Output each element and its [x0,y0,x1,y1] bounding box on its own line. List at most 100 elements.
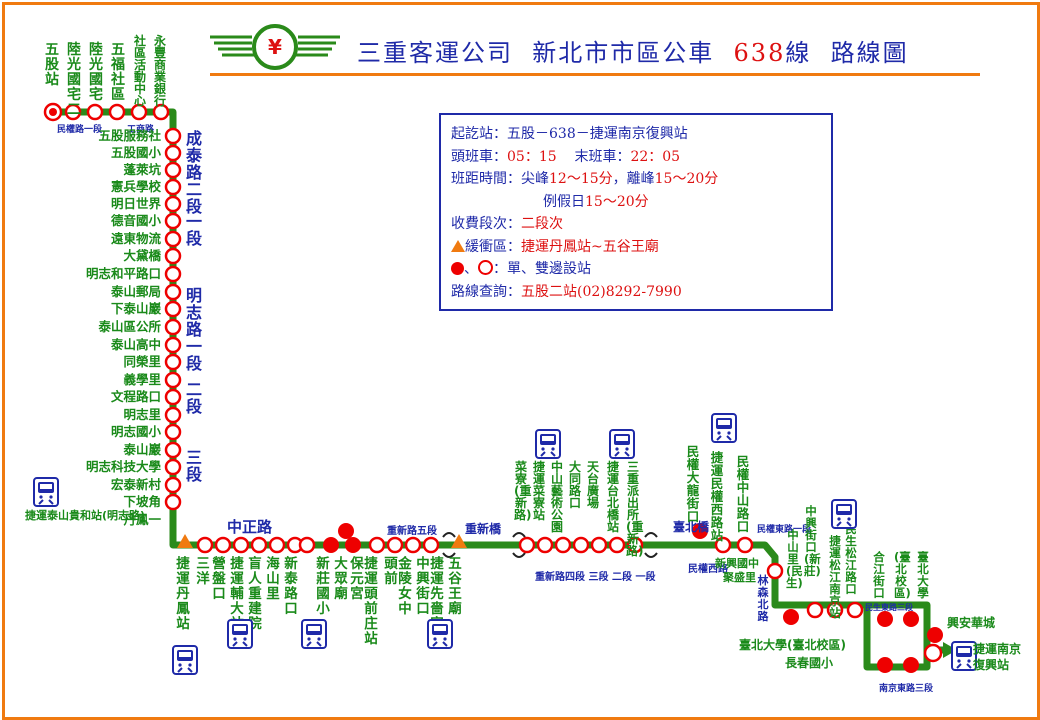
stop-marker-east-b1[interactable] [826,601,844,619]
stop-yongfeng[interactable]: 永豐商業銀行 [153,34,166,108]
stop-marker-loop-0[interactable] [877,611,893,627]
stop-bridge-4[interactable]: 天台廣場 [586,460,599,510]
stop-marker-bottom-3[interactable] [250,536,268,554]
stop-bridge-5[interactable]: 捷運台北橋站 [606,460,619,534]
stop-bottom-2[interactable]: 營盤口 [212,556,226,602]
stop-bridge-3[interactable]: 大同路口 [568,460,581,510]
stop-marker-top-1[interactable] [86,103,104,121]
stop-east2-6[interactable]: 臺北大學 [917,550,929,600]
stop-marker-bridge-2[interactable] [554,536,572,554]
stop-marker-left-14[interactable] [164,371,182,389]
stop-marker-east-b0[interactable] [806,601,824,619]
stop-east2-2[interactable]: 捷運松江南京站 [829,534,841,620]
stop-marker-left-2[interactable] [164,161,182,179]
stop-left-15[interactable]: 文程路口 [110,389,161,404]
stop-marker-bottom-10[interactable] [422,536,440,554]
stop-changchun[interactable]: 長春國小 [785,656,834,670]
stop-marker-left-3[interactable] [164,178,182,196]
stop-bottom-0[interactable]: 捷運丹鳳站 [176,556,190,632]
stop-marker-left-16[interactable] [164,406,182,424]
stop-marker-loop-3[interactable] [903,657,919,673]
stop-bottom-1[interactable]: 三洋 [196,556,210,587]
stop-marker-bridge-0[interactable] [518,536,536,554]
stop-east2-3[interactable]: 民生松江路口 [845,522,857,596]
stop-marker-bridge-1[interactable] [536,536,554,554]
stop-xingan[interactable]: 興安華城 [947,616,996,630]
stop-bridge-6[interactable]: 三重派出所(重新路) [626,460,644,558]
stop-marker-single-d[interactable] [783,609,799,625]
stop-xinxing[interactable]: 新興國中 [715,557,759,570]
stop-luguang-2[interactable]: 陸光國宅二 [67,42,81,118]
stop-bridge-2[interactable]: 中山藝術公園 [550,460,563,534]
stop-left-5[interactable]: 德音國小 [110,213,161,228]
stop-marker-left-13[interactable] [164,353,182,371]
stop-marker-bottom-7[interactable] [368,536,386,554]
stop-left-19[interactable]: 明志科技大學 [85,459,161,474]
stop-marker-bridge-6[interactable] [626,536,644,554]
stop-activity-center[interactable]: 社區活動中心 [133,34,146,108]
stop-taipei-univ[interactable]: 臺北大學(臺北校區) [739,638,846,652]
stop-left-18[interactable]: 泰山巖 [123,442,161,457]
stop-wugu[interactable]: 五股站 [45,42,59,88]
stop-east-1[interactable]: 捷運民權西路站 [710,450,724,543]
stop-marker-top-4[interactable] [152,103,170,121]
stop-marker-left-10[interactable] [164,300,182,318]
stop-bottom-12[interactable]: 金陵女中 [398,556,412,617]
stop-left-8[interactable]: 明志和平路口 [85,266,161,281]
stop-left-21[interactable]: 下坡角 [123,494,161,509]
stop-marker-bottom-0[interactable] [196,536,214,554]
stop-east-2[interactable]: 民權中山路口 [736,454,750,534]
stop-bridge-1[interactable]: 捷運菜寮站 [532,460,545,522]
stop-marker-left-6[interactable] [164,230,182,248]
stop-bottom-13[interactable]: 中興街口 [416,556,430,617]
stop-east2-1[interactable]: 中山里(民生) [786,528,803,590]
stop-left-11[interactable]: 泰山區公所 [98,319,161,334]
stop-left-6[interactable]: 遠東物流 [110,231,161,246]
stop-marker-left-1[interactable] [164,144,182,162]
stop-marker-bottom-9[interactable] [404,536,422,554]
stop-marker-bridge-3[interactable] [572,536,590,554]
stop-bottom-9[interactable]: 保元宮 [350,556,364,602]
stop-bottom-5[interactable]: 海山里 [266,556,280,602]
stop-marker-bottom-4[interactable] [268,536,286,554]
stop-marker-top-0[interactable] [64,103,82,121]
stop-marker-left-7[interactable] [164,247,182,265]
stop-left-9[interactable]: 泰山郵局 [110,284,161,299]
stop-marker-single-b[interactable] [338,523,354,539]
stop-jusheng[interactable]: 聚盛里 [723,571,756,584]
stop-marker-bottom-6[interactable] [298,536,316,554]
stop-left-7[interactable]: 大黛橋 [123,248,161,263]
stop-bottom-10[interactable]: 捷運頭前庄站 [364,556,378,647]
stop-marker-single-0[interactable] [323,537,339,553]
stop-bottom-6[interactable]: 新泰路口 [284,556,298,617]
stop-left-4[interactable]: 明日世界 [110,196,161,211]
stop-marker-left-11[interactable] [164,318,182,336]
stop-taishan-station[interactable]: 捷運泰山貴和站(明志路) [25,509,146,522]
stop-left-1[interactable]: 五股國小 [110,145,161,160]
stop-bottom-15[interactable]: 五谷王廟 [448,556,462,617]
stop-marker-single-1[interactable] [345,537,361,553]
stop-east2-0[interactable]: 中興街口(新莊) [804,504,821,578]
stop-luguang[interactable]: 陸光國宅 [89,42,103,103]
stop-east2-5[interactable]: (臺北校區) [894,550,911,600]
stop-marker-left-19[interactable] [164,458,182,476]
stop-marker-bottom-2[interactable] [232,536,250,554]
stop-left-14[interactable]: 義學里 [123,372,161,387]
stop-marker-left-17[interactable] [164,423,182,441]
stop-marker-left-18[interactable] [164,441,182,459]
stop-left-10[interactable]: 下泰山巖 [110,301,161,316]
stop-east-0[interactable]: 民權大龍街口 [686,444,700,524]
stop-left-22[interactable]: 丹鳳一 [123,512,161,527]
stop-marker-nanjing[interactable] [923,643,943,663]
stop-marker-single-c[interactable] [692,523,708,539]
stop-marker-loop-1[interactable] [903,611,919,627]
stop-left-3[interactable]: 憲兵學校 [110,179,161,194]
stop-marker-top-2[interactable] [108,103,126,121]
stop-bottom-7[interactable]: 新莊國小 [316,556,330,617]
stop-bridge-0[interactable]: 菜寮(重新路) [514,460,532,522]
stop-marker-east-1[interactable] [736,536,754,554]
stop-marker-left-12[interactable] [164,336,182,354]
stop-marker-left-21[interactable] [164,493,182,511]
stop-marker-left-8[interactable] [164,265,182,283]
stop-bottom-4[interactable]: 盲人重建院 [248,556,262,632]
